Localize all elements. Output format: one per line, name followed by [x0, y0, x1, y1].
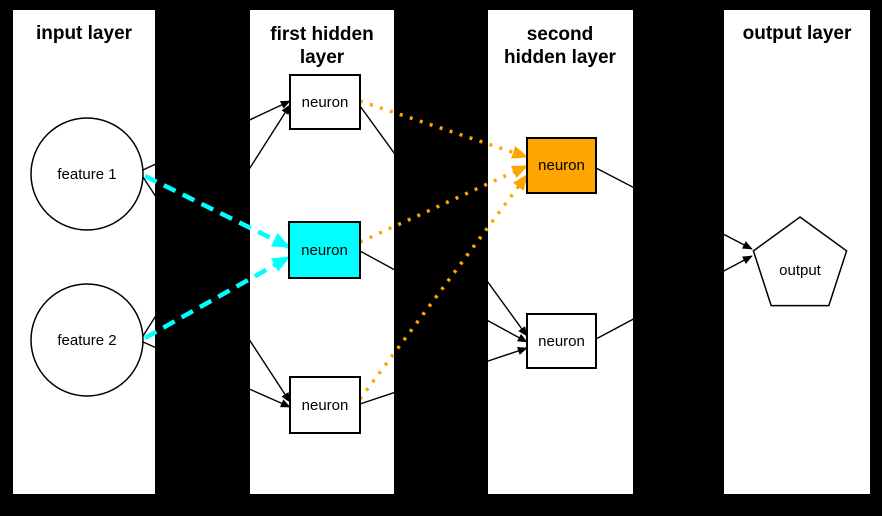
feature-2-label: feature 2 [57, 332, 116, 349]
edge-feature2-to-h1mid-cyan [143, 255, 291, 340]
hidden2-neuron-bottom-node [526, 313, 597, 369]
feature-2-node [30, 283, 144, 397]
hidden1-neuron-middle-label: neuron [301, 242, 348, 259]
hidden1-neuron-middle-node-cyan [288, 221, 361, 279]
edge-h2top-to-output [595, 167, 753, 250]
edge-h1bot-to-h2bot [359, 346, 528, 405]
output-label: output [779, 262, 822, 279]
output-layer-title: output layer [743, 23, 852, 44]
first-hidden-layer-title-line1: first hidden [270, 24, 373, 45]
hidden2-neuron-top-label: neuron [538, 157, 585, 174]
hidden1-neuron-top-node [289, 74, 361, 130]
feature-1-label: feature 1 [57, 166, 116, 183]
edge-h2bot-to-output [595, 255, 753, 340]
edge-feature2-to-h1bot [142, 341, 291, 408]
edge-feature1-to-h1bot [142, 176, 291, 403]
panel-second-hidden-layer [488, 10, 633, 494]
edge-feature1-to-h1top [142, 100, 291, 171]
feature-1-node [30, 117, 144, 231]
output-pentagon-node [752, 216, 848, 307]
hidden2-neuron-bottom-label: neuron [538, 333, 585, 350]
second-hidden-layer-title-line2: hidden layer [504, 47, 617, 68]
edge-feature1-to-h1mid-cyan [144, 173, 291, 250]
hidden1-neuron-bottom-node [289, 376, 361, 434]
second-hidden-layer-title-line1: second [527, 24, 594, 45]
hidden1-neuron-top-label: neuron [302, 94, 349, 111]
edge-h1mid-to-h2bot [359, 250, 528, 343]
edge-feature2-to-h1top [142, 104, 291, 337]
panel-input-layer [13, 10, 155, 494]
input-layer-title: input layer [36, 23, 133, 44]
hidden1-neuron-bottom-label: neuron [302, 397, 349, 414]
first-hidden-layer-title-line2: layer [300, 47, 345, 68]
edge-h1bot-to-h2top-orange [358, 173, 529, 401]
hidden2-neuron-top-node-orange [526, 137, 597, 194]
edge-h1top-to-h2bot [359, 105, 528, 337]
